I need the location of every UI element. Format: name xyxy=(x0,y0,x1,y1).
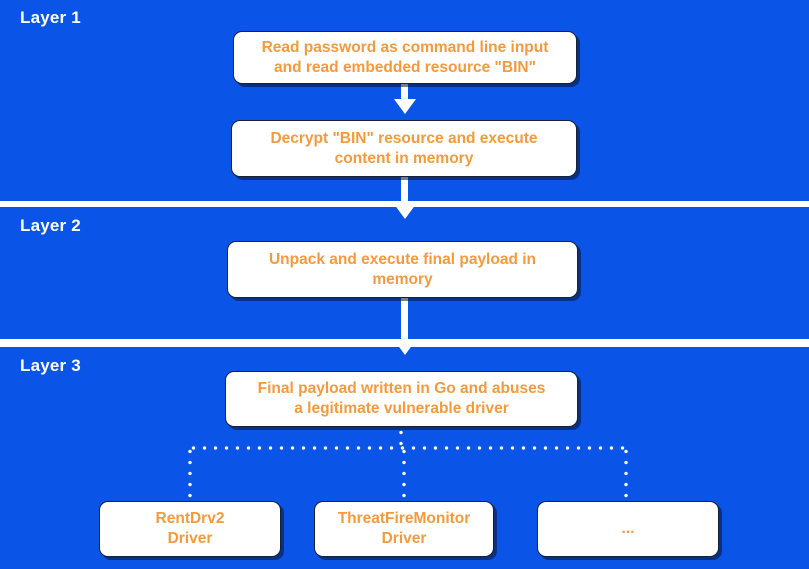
node-read-password-label: Read password as command line input and … xyxy=(261,38,549,76)
dotted-connector-bar xyxy=(188,446,628,450)
node-final-payload-go[interactable]: Final payload written in Go and abuses a… xyxy=(225,371,578,427)
dotted-connector-left-branch xyxy=(188,446,192,502)
node-rentdrv2-driver-label: RentDrv2 Driver xyxy=(155,510,225,547)
node-decrypt-bin-resource-label: Decrypt "BIN" resource and execute conte… xyxy=(270,129,538,167)
node-rentdrv2-driver[interactable]: RentDrv2 Driver xyxy=(99,501,281,557)
dotted-connector-middle-branch xyxy=(402,446,406,502)
layer-2-label: Layer 2 xyxy=(20,216,81,235)
node-more-drivers[interactable]: ... xyxy=(537,501,719,557)
node-unpack-final-payload[interactable]: Unpack and execute final payload in memo… xyxy=(227,241,578,298)
node-threatfiremonitor-driver[interactable]: ThreatFireMonitor Driver xyxy=(314,501,494,557)
dotted-connector-right-branch xyxy=(624,446,628,502)
node-unpack-final-payload-label: Unpack and execute final payload in memo… xyxy=(268,250,537,288)
layer-3-label: Layer 3 xyxy=(20,356,81,375)
dotted-connector-stem xyxy=(399,427,403,449)
node-read-password[interactable]: Read password as command line input and … xyxy=(233,31,577,84)
layer-1-label: Layer 1 xyxy=(20,8,81,27)
node-final-payload-go-label: Final payload written in Go and abuses a… xyxy=(257,380,546,417)
arrow-decrypt-to-unpack-line xyxy=(401,177,408,208)
node-more-drivers-label: ... xyxy=(621,520,635,537)
arrow-unpack-to-final-head xyxy=(394,340,416,355)
arrow-decrypt-to-unpack-head xyxy=(394,204,416,219)
arrow-read-to-decrypt-head xyxy=(394,99,416,114)
node-decrypt-bin-resource[interactable]: Decrypt "BIN" resource and execute conte… xyxy=(231,120,577,177)
node-threatfiremonitor-driver-label: ThreatFireMonitor Driver xyxy=(337,510,471,547)
arrow-read-to-decrypt-line xyxy=(401,84,408,103)
arrow-unpack-to-final-line xyxy=(401,298,408,341)
